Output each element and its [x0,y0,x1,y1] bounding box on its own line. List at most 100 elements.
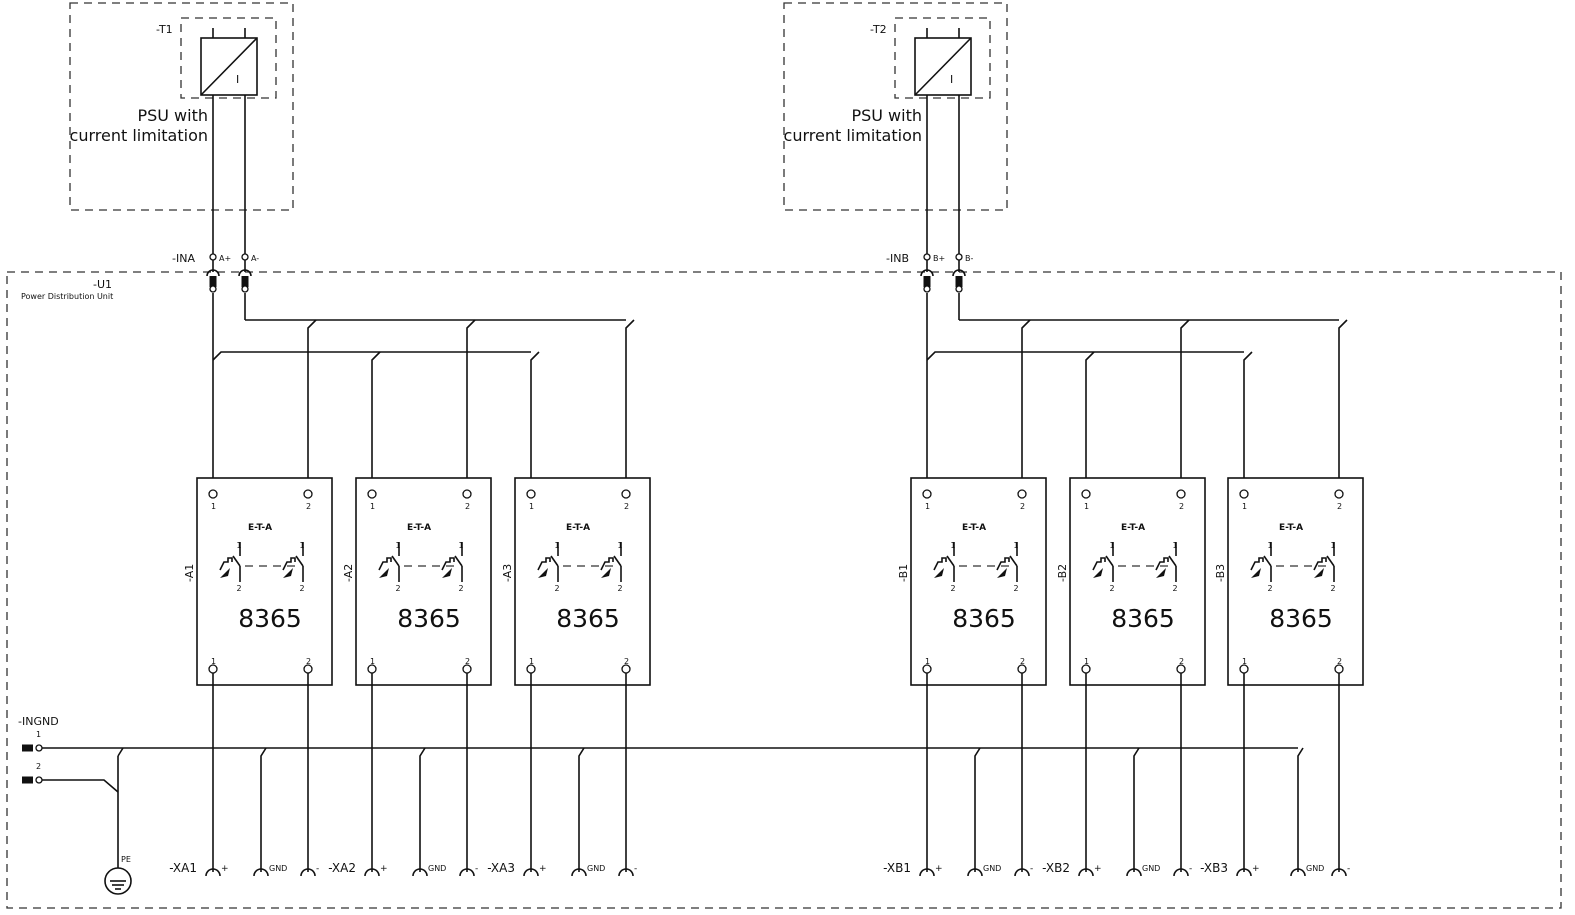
circuit-breaker-a2 [355,477,492,686]
terminal-circle [1334,664,1344,674]
negative-branch [466,319,476,478]
terminal-block-icon [241,276,249,287]
pin-label: 2 [617,584,622,593]
psu-caption: PSU with [137,106,208,125]
switch-blade [295,555,304,567]
breaker-tag: -A3 [501,564,514,582]
output-gnd-wire [419,747,426,872]
thermal-trip-icon [1155,557,1169,571]
terminal-tag: -INB [886,252,909,265]
output-connector-tag: -XB1 [883,861,911,875]
trip-arrow-icon [220,568,230,578]
gnd-input-2-wire [40,779,119,793]
terminal-circle [1176,489,1186,499]
socket-icon [1126,868,1142,877]
trip-arrow-icon [601,568,611,578]
thermal-trip-icon [378,557,392,571]
pin-label: 2 [1179,657,1184,666]
pin-label: 2 [236,584,241,593]
pin-label: 2 [1337,657,1342,666]
terminal-circle [1239,664,1249,674]
terminal-block-icon [955,276,963,287]
pin-label: 1 [1013,541,1018,550]
output-gnd-wire [1297,747,1304,872]
negative-branch [625,319,635,478]
terminal-circle [367,489,377,499]
output-pin-label: + [1252,864,1260,874]
trip-arrow-icon [997,568,1007,578]
terminal-block-icon [923,276,931,287]
output-pin-label: + [380,864,388,874]
circuit-breaker-b3 [1227,477,1364,686]
terminal-circle [922,489,932,499]
pin-label: 1 [925,657,930,666]
terminal-circle [1081,489,1091,499]
socket-icon [1331,868,1347,877]
socket-icon [1290,868,1306,877]
pin-label: 2 [1337,502,1342,511]
terminal-circle [621,489,631,499]
output-gnd-wire [260,747,267,872]
psu-caption: current limitation [784,126,922,145]
psu-tag: -T1 [156,23,173,36]
output-pin-label: GND [428,864,446,873]
output-connector-tag: -XA1 [169,861,197,875]
socket-icon [919,868,935,877]
terminal-block-icon [22,744,33,752]
breaker-model: 8365 [397,604,461,633]
switch-blade [1105,555,1114,567]
thermal-trip-icon [933,557,947,571]
terminal-circle [303,664,313,674]
terminal-circle [955,253,963,261]
converter-letter: I [950,73,953,86]
pin-label: 2 [306,657,311,666]
terminal-circle [209,253,217,261]
output-connector-tag: -XB2 [1042,861,1070,875]
converter-diagonal [914,37,972,96]
output-connector-tag: -XB3 [1200,861,1228,875]
terminal-circle [1176,664,1186,674]
psu-caption: PSU with [851,106,922,125]
output-pin-label: + [221,864,229,874]
pin-label: 2 [1179,502,1184,511]
output-pin-label: - [1347,864,1350,874]
pin-label: 2 [299,584,304,593]
converter-diagonal [200,37,258,96]
negative-branch [307,319,317,478]
output-gnd-wire [1133,747,1140,872]
pin-label: 2 [395,584,400,593]
terminal-circle [1017,489,1027,499]
breaker-brand: E-T-A [248,523,272,533]
output-gnd-wire [974,747,981,872]
positive-branch [530,351,540,478]
socket-icon [967,868,983,877]
terminal-circle [1017,664,1027,674]
breaker-model: 8365 [556,604,620,633]
pin-label: 1 [1084,502,1089,511]
psu-caption: current limitation [70,126,208,145]
pin-label: 2 [465,657,470,666]
pin-label: 2 [624,502,629,511]
terminal-tag: -INA [172,252,195,265]
thermal-trip-icon [441,557,455,571]
breaker-brand: E-T-A [407,523,431,533]
pin-label: 1 [370,502,375,511]
ground-symbol-icon [104,867,132,895]
trip-arrow-icon [538,568,548,578]
pin-label: 2 [458,584,463,593]
pin-label: 2 [465,502,470,511]
pin-label: 1 [617,541,622,550]
thermal-trip-icon [600,557,614,571]
terminal-pin-label: A- [251,254,259,263]
circuit-breaker-b2 [1069,477,1206,686]
terminal-circle [462,489,472,499]
terminal-circle [208,489,218,499]
pin-label: 1 [1109,541,1114,550]
negative-branch [1180,319,1190,478]
pin-label: 2 [554,584,559,593]
pin-label: 1 [554,541,559,550]
output-pin-label: + [935,864,943,874]
negative-branch [1021,319,1031,478]
psu-tag: -T2 [870,23,887,36]
plug-icon [206,269,220,277]
